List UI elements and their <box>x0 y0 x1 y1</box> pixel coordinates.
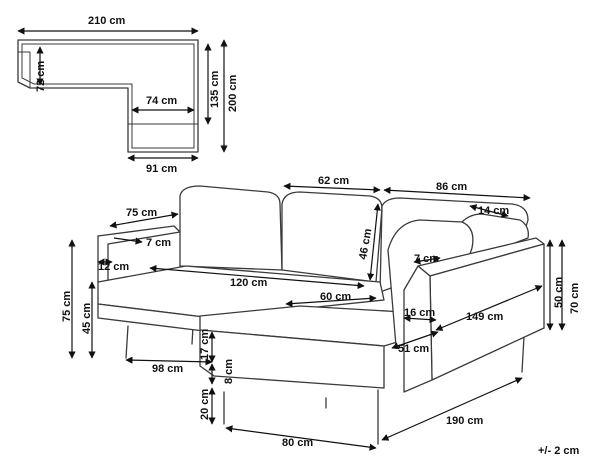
top-view-outline <box>17 39 199 153</box>
label-corner-width: 86 cm <box>436 181 467 193</box>
label-back-depth: 72 cm <box>35 61 47 92</box>
label-seat-height: 45 cm <box>81 303 93 334</box>
dim-line-side-arm-width <box>413 255 441 265</box>
label-corner-cushion: 14 cm <box>478 205 509 217</box>
label-chaise-length: 149 cm <box>466 311 504 323</box>
label-chaise-total: 190 cm <box>446 415 484 427</box>
dim-line-armrest-length <box>109 211 179 229</box>
label-seat-width: 120 cm <box>230 277 268 289</box>
dim-line-chaise-total <box>381 377 523 441</box>
label-leg: 20 cm <box>199 389 211 420</box>
label-total-height: 70 cm <box>569 283 581 314</box>
dim-line-chaise-depth <box>225 425 377 451</box>
label-side-arm-height: 50 cm <box>553 277 565 308</box>
dim-line-chaise-seat <box>285 294 377 308</box>
label-base-depth: 98 cm <box>152 363 183 375</box>
back-cushion-left <box>179 185 283 271</box>
top-view-plan <box>17 39 199 153</box>
label-base: 8 cm <box>223 359 235 384</box>
label-armrest-length: 75 cm <box>126 207 157 219</box>
tolerance-note: +/- 2 cm <box>538 445 579 457</box>
label-top-width: 210 cm <box>88 15 126 27</box>
label-back-height: 46 cm <box>357 228 374 261</box>
right-arm-inner <box>403 265 433 393</box>
label-chaise-inner: 74 cm <box>146 95 177 107</box>
label-seat-cushion: 17 cm <box>199 329 211 360</box>
dim-line-corner-cushion <box>469 204 509 218</box>
label-chaise-length: 135 cm <box>209 70 221 108</box>
label-back-cushion: 62 cm <box>318 175 349 187</box>
label-chaise-width: 91 cm <box>146 163 177 175</box>
back-cushion-side <box>461 213 529 261</box>
dim-line-seat-depth-front <box>391 330 439 350</box>
dim-line-base-depth <box>125 356 213 366</box>
label-seat-depth-front: 51 cm <box>398 343 429 355</box>
dim-line-armrest-width <box>113 237 143 245</box>
label-side-arm-width: 7 cm <box>414 253 439 265</box>
label-side-arm-depth: 16 cm <box>404 307 435 319</box>
label-chaise-seat: 60 cm <box>320 291 351 303</box>
dim-line-chaise-length <box>435 285 543 331</box>
dim-line-back-height <box>367 203 381 281</box>
dim-line-corner-width <box>383 186 531 202</box>
label-total-height-left: 75 cm <box>61 291 73 322</box>
dim-line-side-arm-depth <box>403 314 437 324</box>
label-chaise-depth: 80 cm <box>282 437 313 449</box>
label-armrest-gap: 12 cm <box>98 261 129 273</box>
dim-line-back-cushion <box>283 182 381 194</box>
label-armrest-width: 7 cm <box>146 237 171 249</box>
label-total-depth: 200 cm <box>227 74 239 112</box>
dim-line-seat-width <box>149 264 365 290</box>
